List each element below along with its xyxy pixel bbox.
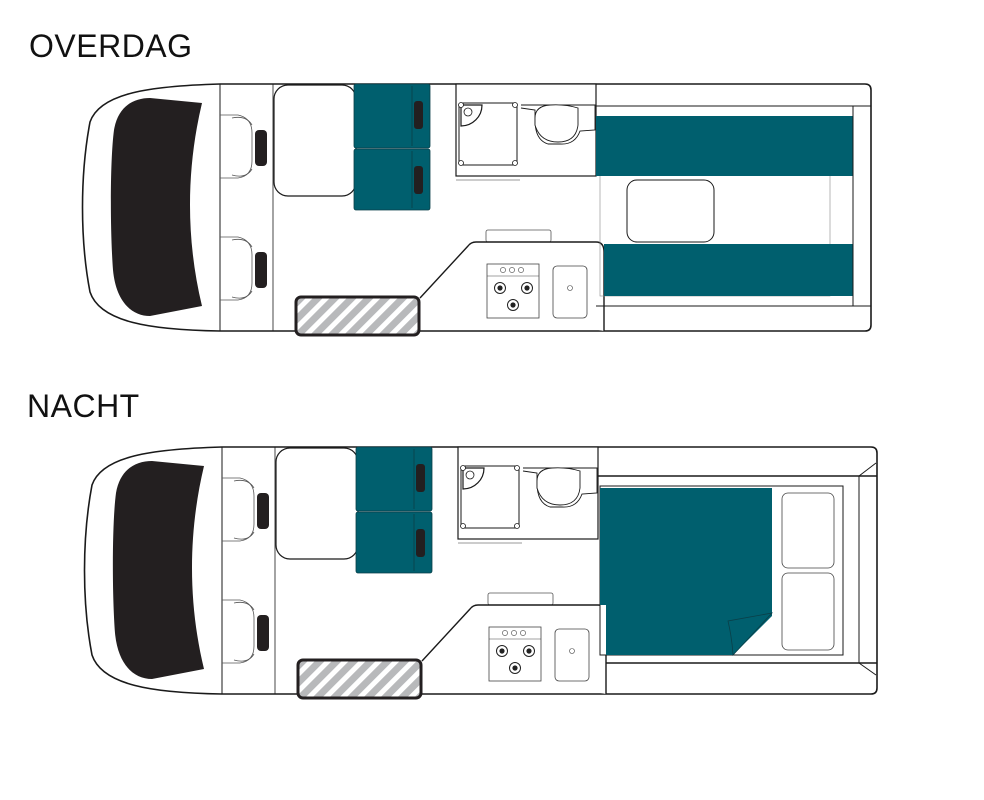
burner-center <box>499 648 505 654</box>
tray-corner <box>458 160 464 166</box>
seat-armrest <box>257 493 269 529</box>
tray-corner <box>460 523 466 529</box>
rear-cushion <box>781 492 835 569</box>
front-seat <box>220 236 253 301</box>
entry-step <box>294 295 421 337</box>
front-seat-back <box>233 479 255 540</box>
dinette-seat <box>353 83 431 149</box>
rear-bench <box>604 244 853 296</box>
kitchen-shelf <box>487 592 554 606</box>
tray-corner <box>514 523 520 529</box>
sink-drain <box>569 648 575 654</box>
burner-center <box>510 302 516 308</box>
entry-step <box>296 658 423 700</box>
seat-armrest <box>255 130 267 166</box>
seatbelt <box>416 529 425 557</box>
shower-drain <box>465 470 475 480</box>
floorplan-night <box>83 446 878 700</box>
seatbelt <box>414 166 423 194</box>
dashboard <box>110 98 202 316</box>
seat-armrest <box>255 252 267 288</box>
shower-head <box>462 467 485 490</box>
sink <box>554 628 590 682</box>
burner-center <box>512 665 518 671</box>
tray-corner <box>458 102 464 108</box>
stove-knob <box>500 267 506 273</box>
dinette-table <box>275 447 359 560</box>
shower-drain <box>463 107 473 117</box>
bed-corner-fold <box>727 612 774 656</box>
tray-corner <box>512 102 518 108</box>
burner-center <box>524 285 530 291</box>
seatbelt <box>414 101 423 129</box>
burner-center <box>526 648 532 654</box>
shower-head <box>460 104 483 127</box>
seatbelt <box>416 464 425 492</box>
plan-title-day: OVERDAG <box>29 28 193 64</box>
stove-knob <box>502 630 508 636</box>
front-seat <box>222 599 255 664</box>
kitchen-shelf <box>485 229 552 243</box>
sink <box>552 265 588 319</box>
double-bed <box>600 488 772 655</box>
stove-knob <box>511 630 517 636</box>
rear-cushion <box>781 572 835 651</box>
rear-bevel <box>858 462 877 676</box>
rear-table <box>626 179 715 243</box>
toilet-bowl <box>536 467 581 506</box>
floorplan-day <box>81 83 872 337</box>
front-seat <box>222 477 255 542</box>
front-seat <box>220 114 253 179</box>
tray-corner <box>512 160 518 166</box>
dinette-table <box>273 84 357 197</box>
rear-bench <box>596 116 853 176</box>
burner-center <box>497 285 503 291</box>
dashboard <box>112 461 204 679</box>
dinette-seat <box>355 446 433 512</box>
seat-armrest <box>257 615 269 651</box>
toilet-bowl <box>534 104 579 143</box>
front-seat-back <box>233 601 255 662</box>
front-seat-back <box>231 116 253 177</box>
tray-corner <box>460 465 466 471</box>
plan-title-night: NACHT <box>27 388 140 424</box>
stove-knob <box>509 267 515 273</box>
stove-knob <box>518 267 524 273</box>
front-seat-back <box>231 238 253 299</box>
stove-knob <box>520 630 526 636</box>
dinette-seat <box>353 148 431 211</box>
sink-drain <box>567 285 573 291</box>
tray-corner <box>514 465 520 471</box>
dinette-seat <box>355 511 433 574</box>
